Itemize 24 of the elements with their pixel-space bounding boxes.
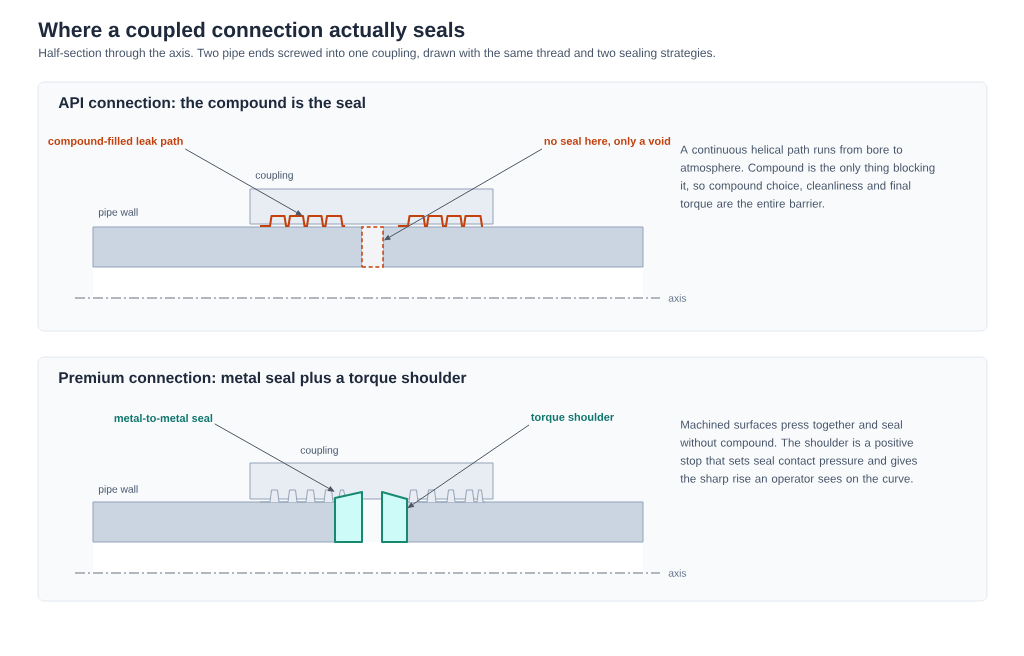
callout-label: torque shoulder xyxy=(531,412,614,424)
part-label: coupling xyxy=(300,446,338,456)
description-text: A continuous helical path runs from bore to atmosphere. Compound is the only thing blocking it, so compound choice, cleanliness and final torque are the entire barrier. xyxy=(680,145,935,210)
panel-heading: Premium connection: metal seal plus a torque shoulder xyxy=(59,371,467,387)
compound-thread xyxy=(259,215,346,227)
callout-label: no seal here, only a void xyxy=(544,136,671,148)
title: Where a coupled connection actually seals xyxy=(38,21,465,42)
shoulder-section xyxy=(381,491,408,543)
callout-label: compound-filled leak path xyxy=(48,136,183,148)
axis-label: axis xyxy=(668,294,687,302)
description-text: Machined surfaces press together and seal without compound. The shoulder is a positive stop that sets seal contact pressure and gives the sharp rise an operator sees on the curve. xyxy=(680,420,917,485)
panel-heading: API connection: the compound is the seal xyxy=(58,96,365,112)
seal-section xyxy=(334,491,363,543)
part-label: pipe wall xyxy=(98,208,138,218)
leader-arrow xyxy=(214,423,335,492)
void-gap xyxy=(361,226,384,268)
part-label: pipe wall xyxy=(98,485,138,495)
leader-arrow xyxy=(407,424,530,508)
callout-label: metal-to-metal seal xyxy=(114,414,213,422)
subtitle: Half-section through the axis. Two pipe ends screwed into one coupling, drawn with the same thread and two sealing strategies. xyxy=(39,48,715,60)
axis-label: axis xyxy=(668,569,687,577)
leader-arrow xyxy=(184,148,302,216)
part-label: coupling xyxy=(255,171,293,181)
leader-arrow xyxy=(384,148,543,241)
